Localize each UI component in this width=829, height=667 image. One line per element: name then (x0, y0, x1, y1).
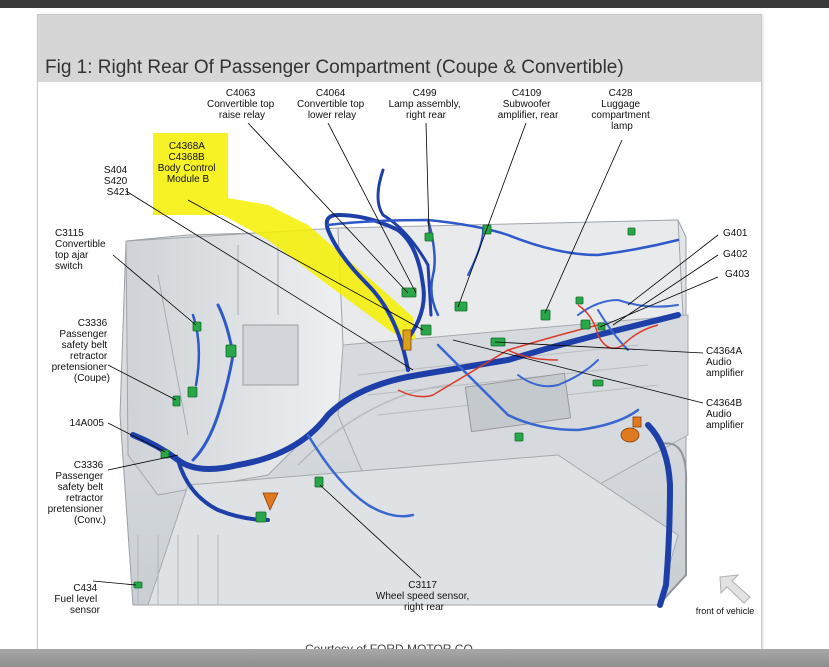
callout-g402: G402 (723, 249, 748, 260)
callout-c499-line: Lamp assembly, (389, 99, 461, 110)
callout-c434-line: Fuel level (54, 594, 97, 605)
callout-front-of-vehicle-line: front of vehicle (696, 606, 755, 616)
callout-c4064-line: Convertible top (297, 99, 365, 110)
callout-c4109-line: amplifier, rear (498, 110, 559, 121)
callout-c3336-conv-line: pretensioner (48, 504, 104, 515)
callout-c4368-line: C4368B (169, 152, 205, 163)
callout-c3336-conv-line: (Conv.) (74, 515, 106, 526)
callout-c428-line: Luggage (601, 99, 640, 110)
callout-c3115-line: C3115 (55, 228, 84, 239)
callout-c3336-coupe-line: (Coupe) (74, 373, 110, 384)
callout-c428-line: lamp (611, 121, 633, 132)
callout-c4364a-line: Audio (706, 357, 732, 368)
callout-c3115-line: Convertible (55, 239, 106, 250)
callout-c4364b: C4364B Audio amplifier (706, 398, 745, 431)
callout-c3336-coupe-line: retractor (70, 351, 108, 362)
callout-c4063-line: C4063 (226, 88, 256, 99)
figure-frame: Fig 1: Right Rear Of Passenger Compartme… (37, 14, 762, 656)
callout-g403-line: G403 (725, 269, 750, 280)
callout-14a005-line: 14A005 (70, 418, 105, 429)
callout-c428: C428 Luggage compartment lamp (591, 88, 652, 132)
callout-c4368-line: Module B (167, 174, 210, 185)
callout-c3115: C3115 Convertible top ajar switch (55, 228, 108, 272)
figure-header: Fig 1: Right Rear Of Passenger Compartme… (38, 15, 761, 82)
fasteners (262, 329, 642, 511)
callout-c4063-line: Convertible top (207, 99, 275, 110)
callout-c4064-line: lower relay (308, 110, 356, 121)
callout-c499-line: right rear (406, 110, 447, 121)
callout-c3336-coupe-line: safety belt (62, 340, 108, 351)
callout-c4109-line: Subwoofer (503, 99, 551, 110)
callout-c4368-line: C4368A (169, 141, 205, 152)
callout-c4109-line: C4109 (512, 88, 542, 99)
callout-c4109: C4109 Subwoofer amplifier, rear (498, 88, 559, 121)
callout-c428-line: C428 (609, 88, 633, 99)
callout-g401-line: G401 (723, 228, 748, 239)
callout-c3336-coupe-line: pretensioner (52, 362, 108, 373)
callout-c4364a-line: amplifier (706, 368, 744, 379)
callout-c434-line: sensor (70, 605, 101, 616)
callout-leader-lines (92, 122, 719, 586)
wiring-diagram: C4063 Convertible top raise relay C4064 … (48, 88, 755, 616)
callout-s404: S404 S420 S421 (104, 165, 131, 198)
callout-c3336-conv: C3336 Passenger safety belt retractor pr… (48, 460, 106, 526)
callout-c3115-line: top ajar (55, 250, 89, 261)
wiring-harness (130, 168, 681, 608)
callout-c4364a: C4364A Audio amplifier (706, 346, 744, 379)
callout-c3117: C3117 Wheel speed sensor, right rear (376, 580, 472, 613)
highlight-marker (153, 133, 416, 340)
callout-c3336-coupe-line: C3336 (78, 318, 108, 329)
callout-c4364b-line: amplifier (706, 420, 744, 431)
callout-c4063-line: raise relay (219, 110, 265, 121)
callout-s404-line: S421 (107, 187, 131, 198)
callout-c4064-line: C4064 (316, 88, 346, 99)
callout-c3336-coupe: C3336 Passenger safety belt retractor pr… (52, 318, 110, 384)
callout-c4063: C4063 Convertible top raise relay (207, 88, 277, 121)
ground-wires (397, 304, 659, 398)
callout-front-of-vehicle: front of vehicle (696, 606, 755, 616)
callout-c3336-coupe-line: Passenger (59, 329, 107, 340)
browser-top-bar (0, 0, 829, 8)
callout-c3336-conv-line: C3336 (74, 460, 104, 471)
callout-g402-line: G402 (723, 249, 748, 260)
callout-c4064: C4064 Convertible top lower relay (297, 88, 367, 121)
callout-c499: C499 Lamp assembly, right rear (389, 88, 464, 121)
figure-title: Fig 1: Right Rear Of Passenger Compartme… (45, 57, 624, 78)
callout-c4368: C4368A C4368B Body Control Module B (158, 141, 219, 185)
callout-c3115-line: switch (55, 261, 83, 272)
front-of-vehicle-arrow-icon (719, 574, 751, 604)
callout-c4364b-line: Audio (706, 409, 732, 420)
callout-c3117-line: Wheel speed sensor, (376, 591, 469, 602)
callout-g403: G403 (725, 269, 750, 280)
connectors (133, 224, 636, 589)
callout-labels: C4063 Convertible top raise relay C4064 … (48, 88, 755, 616)
callout-c434: C434 Fuel level sensor (54, 583, 100, 616)
callout-c4368-line: Body Control (158, 163, 216, 174)
callout-c3336-conv-line: safety belt (58, 482, 104, 493)
callout-c428-line: compartment (591, 110, 650, 121)
callout-c3336-conv-line: Passenger (55, 471, 103, 482)
callout-s404-line: S420 (104, 176, 128, 187)
browser-bottom-bar (0, 649, 829, 667)
callout-c3117-line: C3117 (408, 580, 437, 591)
callout-g401: G401 (723, 228, 748, 239)
callout-c499-line: C499 (413, 88, 437, 99)
callout-s404-line: S404 (104, 165, 128, 176)
callout-c434-line: C434 (73, 583, 97, 594)
callout-14a005: 14A005 (70, 418, 105, 429)
vehicle-body-illustration (119, 219, 689, 606)
callout-c3117-line: right rear (404, 602, 445, 613)
callout-c4364b-line: C4364B (706, 398, 742, 409)
callout-c4364a-line: C4364A (706, 346, 742, 357)
callout-c3336-conv-line: retractor (66, 493, 104, 504)
